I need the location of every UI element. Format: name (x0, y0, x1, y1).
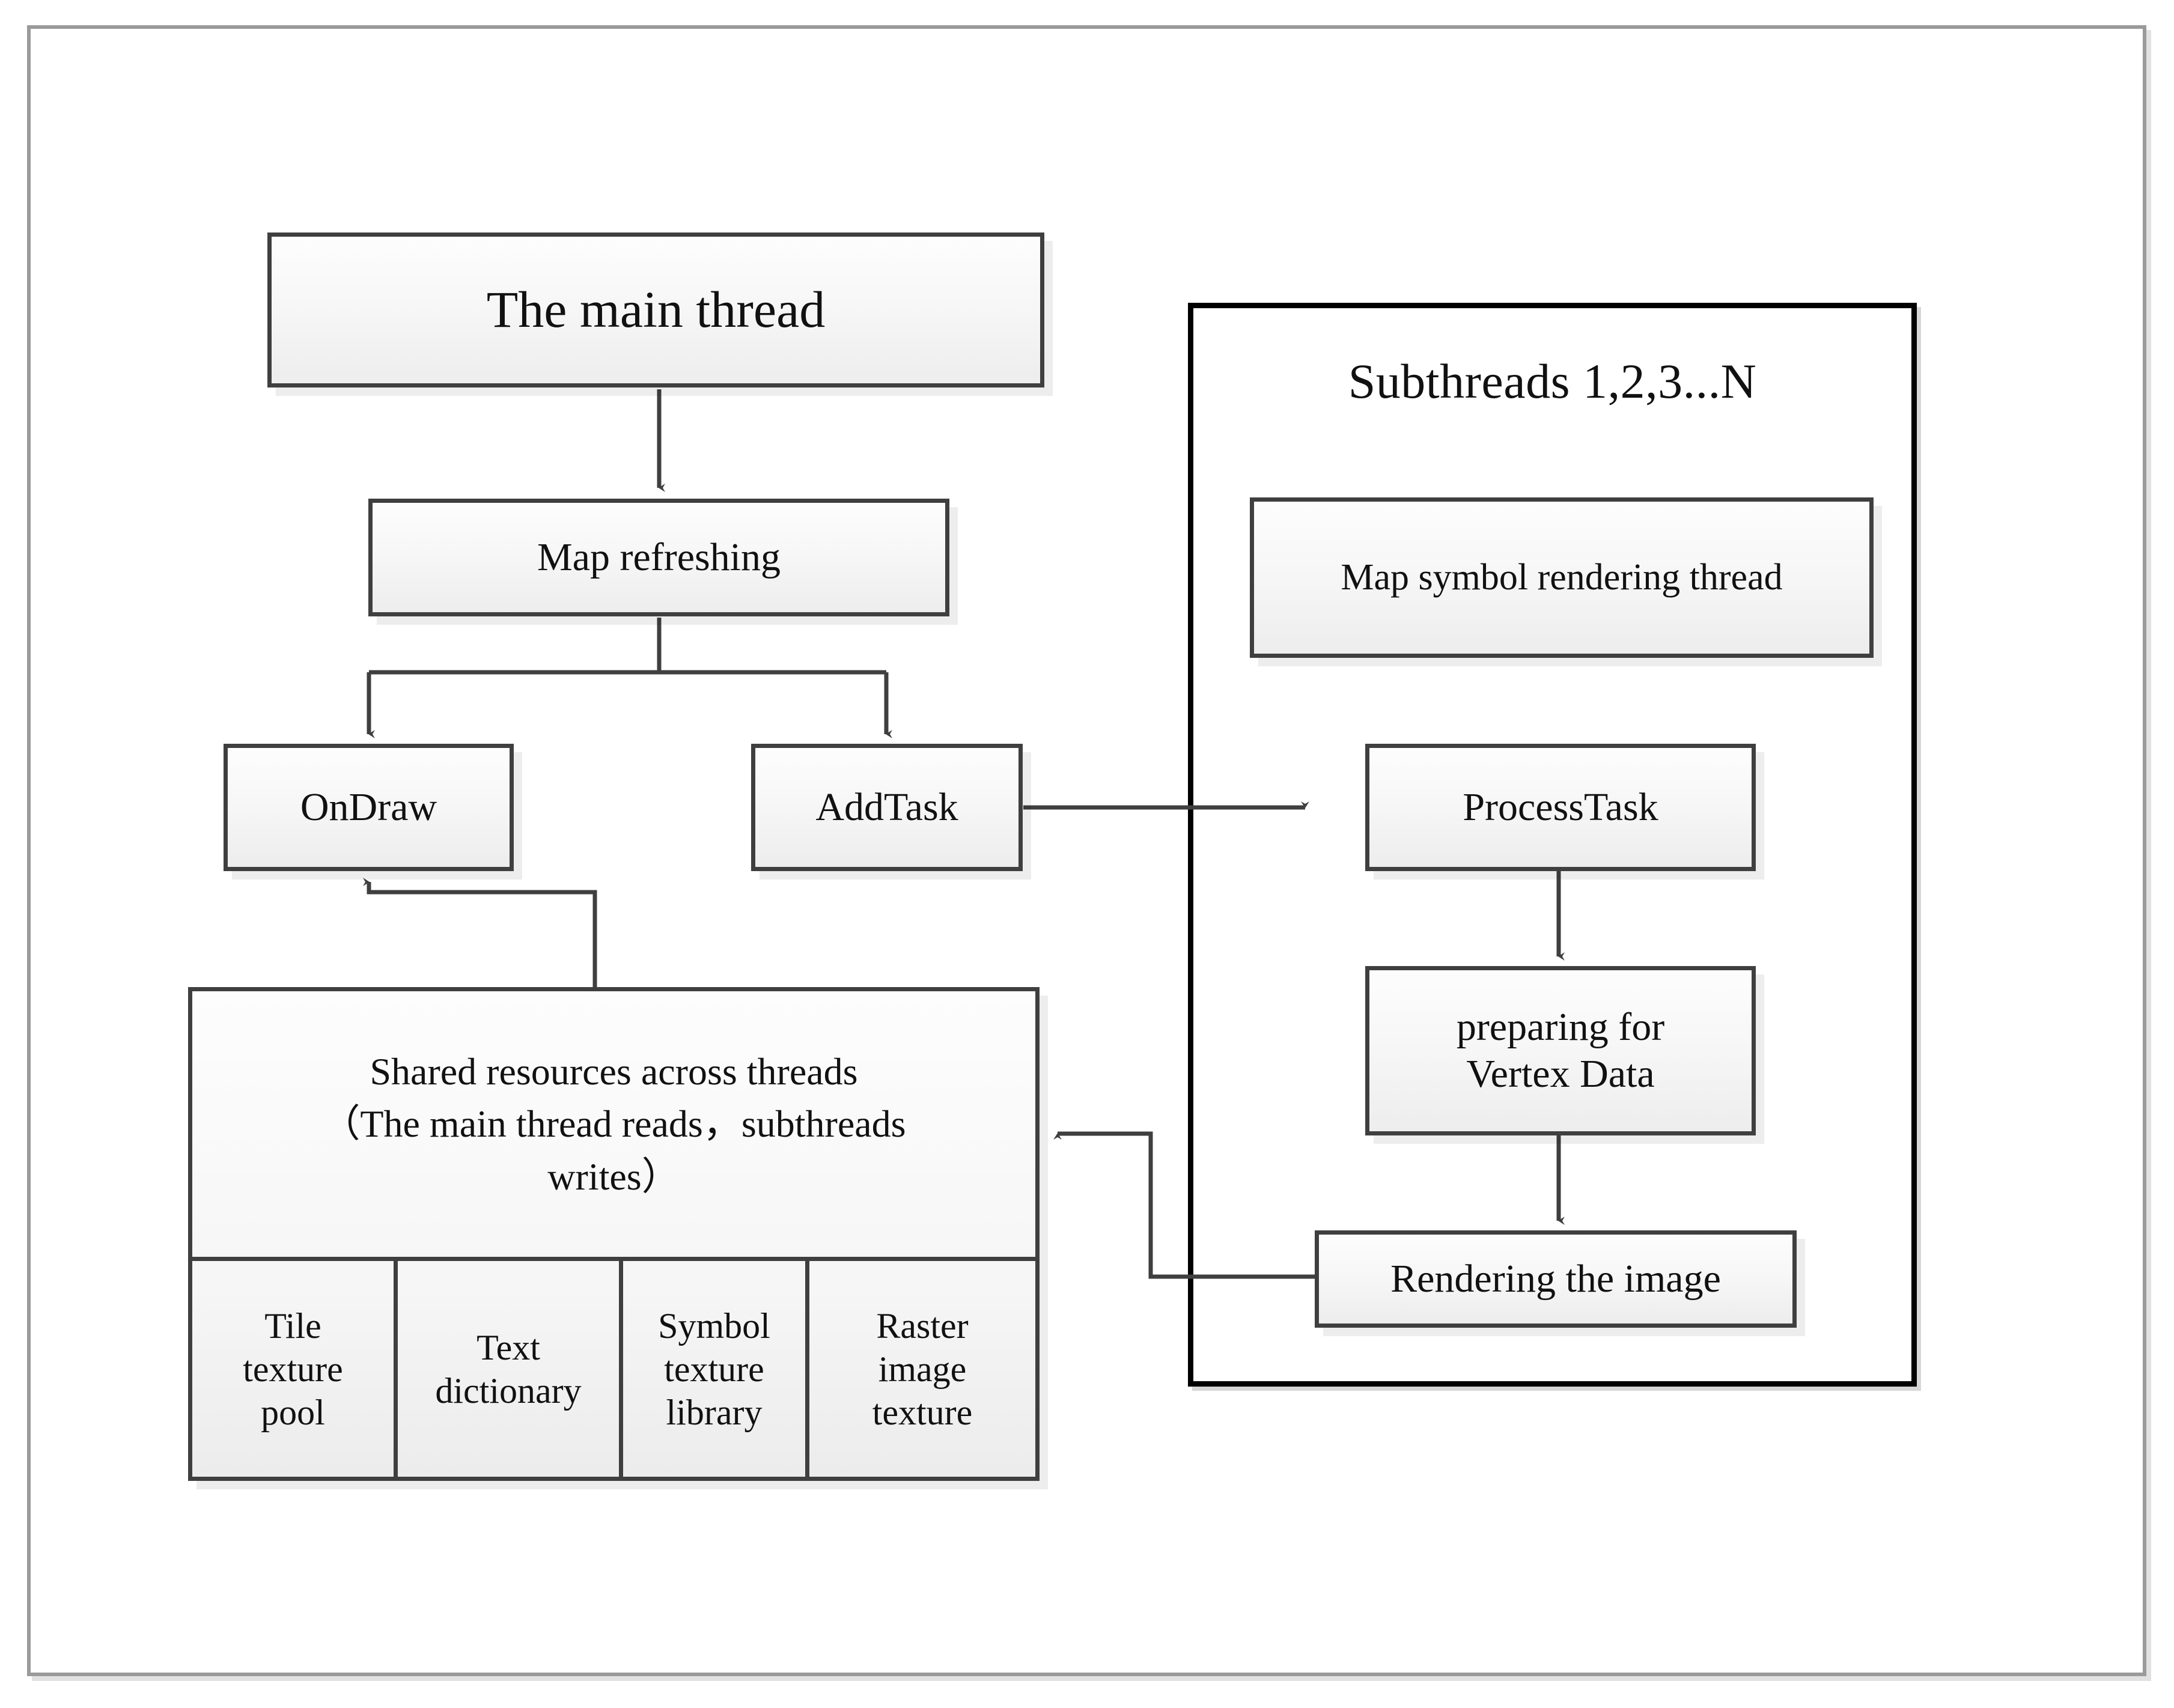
box-on-draw-label: OnDraw (300, 785, 437, 830)
shared-resources-header-line2: （The main thread reads，subthreads (321, 1102, 906, 1146)
box-rendering-the-image[interactable]: Rendering the image (1315, 1230, 1797, 1328)
box-map-refreshing-label: Map refreshing (537, 535, 781, 580)
shared-resources-box[interactable]: Shared resources across threads （The mai… (188, 987, 1040, 1481)
box-map-symbol-rendering-thread[interactable]: Map symbol rendering thread (1250, 497, 1874, 658)
box-process-task-label: ProcessTask (1463, 785, 1658, 830)
resource-cell-line1: Tile (264, 1305, 321, 1346)
resource-cell-line1: Symbol (658, 1305, 770, 1346)
shared-resources-header-line1: Shared resources across threads (370, 1050, 858, 1093)
box-main-thread[interactable]: The main thread (267, 232, 1044, 387)
shared-resources-header-line3: writes） (547, 1155, 680, 1198)
box-preparing-vertex-data-line1: preparing for (1456, 1005, 1665, 1050)
box-on-draw[interactable]: OnDraw (224, 744, 514, 871)
box-add-task-label: AddTask (815, 785, 958, 830)
box-preparing-vertex-data[interactable]: preparing for Vertex Data (1365, 966, 1756, 1135)
resource-cell-text-dictionary[interactable]: Text dictionary (398, 1261, 623, 1477)
shared-resources-header: Shared resources across threads （The mai… (192, 991, 1035, 1261)
resource-cell-line2: dictionary (435, 1370, 582, 1411)
subthreads-title: Subthreads 1,2,3...N (1348, 354, 1757, 409)
resource-cell-line3: pool (261, 1392, 325, 1432)
resource-cell-line1: Text (477, 1327, 540, 1367)
resource-cell-line2: texture (664, 1349, 764, 1389)
resource-cell-line1: Raster (876, 1305, 969, 1346)
box-process-task[interactable]: ProcessTask (1365, 744, 1756, 871)
shared-resources-cells: Tile texture pool Text dictionary Symbol… (192, 1261, 1035, 1477)
resource-cell-line2: texture (243, 1349, 343, 1389)
box-preparing-vertex-data-line2: Vertex Data (1466, 1052, 1655, 1096)
box-main-thread-label: The main thread (486, 281, 826, 339)
resource-cell-tile-texture-pool[interactable]: Tile texture pool (192, 1261, 398, 1477)
resource-cell-raster-image-texture[interactable]: Raster image texture (809, 1261, 1035, 1477)
resource-cell-line3: texture (872, 1392, 973, 1432)
resource-cell-line2: image (878, 1349, 967, 1389)
box-add-task[interactable]: AddTask (751, 744, 1023, 871)
box-map-refreshing[interactable]: Map refreshing (368, 499, 949, 616)
box-rendering-the-image-label: Rendering the image (1390, 1257, 1721, 1301)
resource-cell-symbol-texture-library[interactable]: Symbol texture library (623, 1261, 809, 1477)
resource-cell-line3: library (666, 1392, 763, 1432)
box-map-symbol-rendering-thread-label: Map symbol rendering thread (1341, 556, 1783, 598)
